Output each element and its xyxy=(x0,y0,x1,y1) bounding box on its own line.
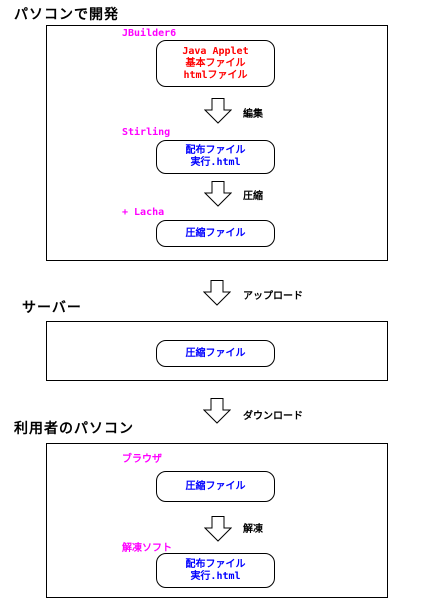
distribution-line-2: 実行.html xyxy=(190,157,241,168)
section-title-server: サーバー xyxy=(22,300,82,316)
distribution-line-1: 配布ファイル xyxy=(185,145,246,156)
arrow-down-icon xyxy=(204,98,232,124)
applet-line-1: Java Applet xyxy=(182,45,249,57)
distribution-files-box: 配布ファイル 実行.html xyxy=(156,140,275,174)
extract-label: 解凍 xyxy=(243,524,263,535)
applet-files-box: Java Applet 基本ファイル htmlファイル xyxy=(156,40,275,87)
arrow-down-icon xyxy=(204,516,232,542)
browser-label: ブラウザ xyxy=(122,454,162,465)
download-label: ダウンロード xyxy=(243,411,303,422)
extracted-files-box: 配布ファイル 実行.html xyxy=(156,553,275,588)
archive-line: 圧縮ファイル xyxy=(185,480,246,492)
applet-line-2: 基本ファイル xyxy=(185,57,246,69)
upload-label: アップロード xyxy=(243,291,303,302)
archive-box-user: 圧縮ファイル xyxy=(156,471,275,502)
arrow-down-icon xyxy=(204,181,232,207)
extracted-line-1: 配布ファイル xyxy=(185,558,246,570)
archive-box-server: 圧縮ファイル xyxy=(156,340,275,367)
archive-line: 圧縮ファイル xyxy=(185,347,246,359)
section-title-user-pc: 利用者のパソコン xyxy=(14,421,134,437)
archive-line: 圧縮ファイル xyxy=(185,227,246,239)
lacha-label: + Lacha xyxy=(122,207,165,218)
archive-box-developer: 圧縮ファイル xyxy=(156,220,275,247)
arrow-down-icon xyxy=(203,398,231,424)
compress-label: 圧縮 xyxy=(243,191,263,202)
section-title-developer-pc: パソコンで開発 xyxy=(14,7,119,23)
edit-label: 編集 xyxy=(243,109,263,120)
jbuilder-label: JBuilder6 xyxy=(122,28,177,39)
extractor-label: 解凍ソフト xyxy=(122,543,172,554)
applet-line-3: htmlファイル xyxy=(183,69,248,81)
arrow-down-icon xyxy=(203,280,231,306)
stirling-label: Stirling xyxy=(122,127,171,138)
extracted-line-2: 実行.html xyxy=(190,570,241,582)
